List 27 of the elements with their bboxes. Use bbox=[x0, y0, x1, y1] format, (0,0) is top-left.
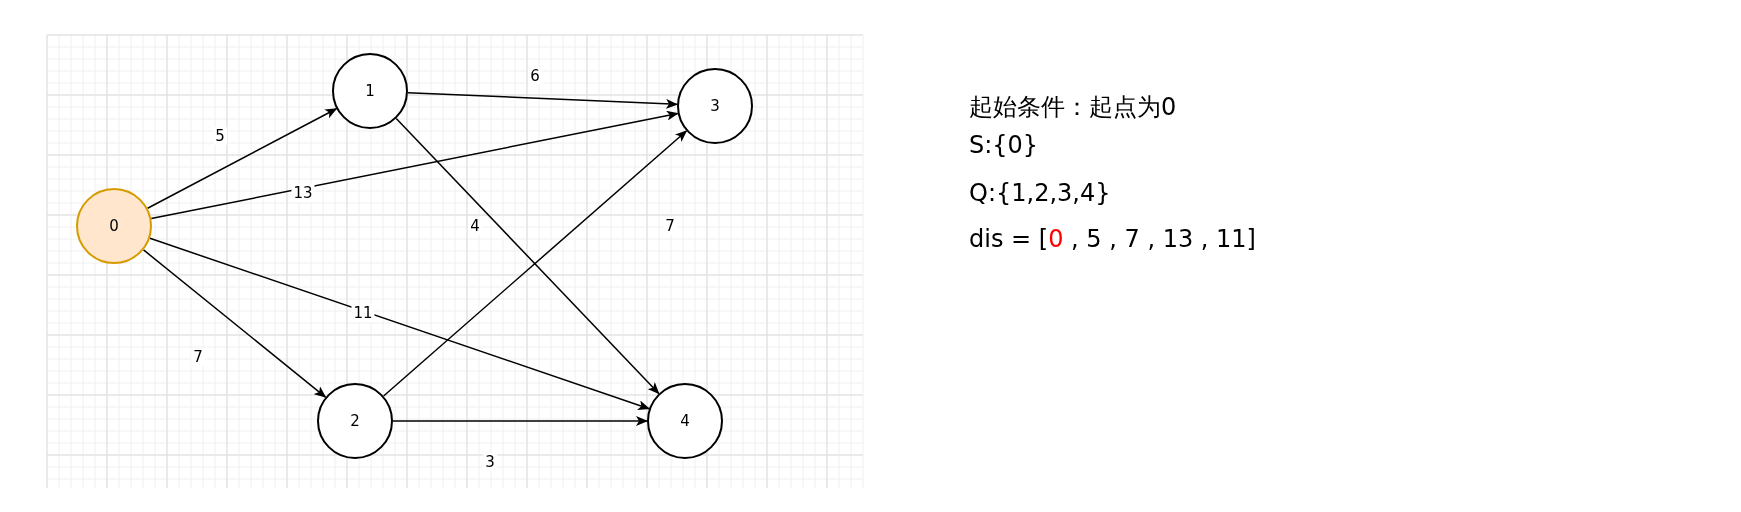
arrow bbox=[382, 130, 688, 397]
arrow bbox=[150, 110, 679, 220]
arrow bbox=[407, 91, 679, 109]
edge-label: 13 bbox=[291, 184, 315, 202]
arrow bbox=[392, 416, 648, 426]
graph-node: 0 bbox=[76, 188, 152, 264]
edge-label: 11 bbox=[351, 304, 375, 322]
arrow bbox=[142, 249, 327, 398]
edge-label: 7 bbox=[663, 217, 677, 235]
distance-text: , 5 , 7 , 13 , 11] bbox=[1071, 225, 1256, 253]
edge-label: 7 bbox=[191, 348, 205, 366]
edge-label: 5 bbox=[213, 127, 227, 145]
condition-text: 起始条件：起点为0 bbox=[969, 92, 1177, 122]
distance-text: dis = [ bbox=[969, 225, 1049, 253]
arrow bbox=[149, 237, 650, 410]
arrow bbox=[146, 108, 338, 209]
edge-label: 3 bbox=[483, 453, 497, 471]
graph-node: 3 bbox=[677, 68, 753, 144]
edge-label: 6 bbox=[528, 67, 542, 85]
distance-value: 0 bbox=[1048, 225, 1064, 253]
graph-node: 4 bbox=[647, 383, 723, 459]
arrow bbox=[395, 117, 660, 395]
set-text: S:{0} bbox=[969, 130, 1039, 160]
set-text: Q:{1,2,3,4} bbox=[969, 178, 1111, 208]
graph-node: 2 bbox=[317, 383, 393, 459]
graph-node: 1 bbox=[332, 53, 408, 129]
edge-label: 4 bbox=[468, 217, 482, 235]
